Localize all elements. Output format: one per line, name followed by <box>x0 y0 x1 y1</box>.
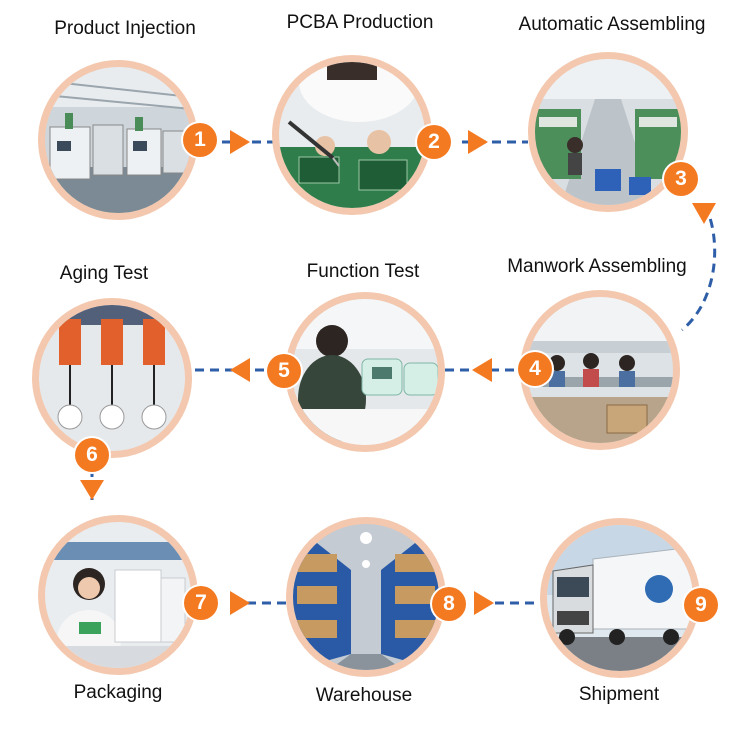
step-1-circle: 1 <box>38 60 217 220</box>
truck-photo <box>547 525 693 671</box>
soldering-pcb-photo <box>279 62 425 208</box>
arrow-5-6 <box>230 358 250 382</box>
step-7-label: Packaging <box>73 682 163 703</box>
step-9-badge: 9 <box>684 588 718 622</box>
step-6-badge: 6 <box>75 438 109 472</box>
step-9-circle: 9 <box>540 518 718 678</box>
step-3-label: Automatic Assembling <box>518 14 706 35</box>
aging-test-rack-photo <box>39 305 185 451</box>
workers-assembling-photo <box>527 297 673 443</box>
connector-3-4 <box>681 204 717 332</box>
step-2-circle: 2 <box>272 55 451 215</box>
step-8-circle: 8 <box>286 517 466 677</box>
step-1-label: Product Injection <box>54 18 196 39</box>
step-7-badge: 7 <box>184 586 218 620</box>
arrow-2-3 <box>468 130 488 154</box>
warehouse-shelves-photo <box>293 524 439 670</box>
step-5-circle: 5 <box>267 292 445 452</box>
step-8-label: Warehouse <box>315 685 413 706</box>
step-2-badge: 2 <box>417 125 451 159</box>
arrow-1-2 <box>230 130 250 154</box>
injection-machines-photo <box>45 67 191 213</box>
step-3-circle: 3 <box>528 52 698 212</box>
step-7-circle: 7 <box>38 515 218 675</box>
step-1-badge: 1 <box>183 123 217 157</box>
arrow-3-4 <box>692 203 716 224</box>
function-test-photo <box>292 299 438 445</box>
step-2-label: PCBA Production <box>286 12 434 33</box>
packaging-worker-photo <box>45 522 191 668</box>
step-6-label: Aging Test <box>59 263 149 284</box>
assembly-line-photo <box>535 59 681 205</box>
step-3-badge: 3 <box>664 162 698 196</box>
arrow-6-7 <box>80 480 104 500</box>
step-9-label: Shipment <box>578 684 660 705</box>
step-4-circle: 4 <box>518 290 680 450</box>
step-5-badge: 5 <box>267 354 301 388</box>
arrow-4-5 <box>472 358 492 382</box>
step-4-badge: 4 <box>518 352 552 386</box>
step-4-label: Manwork Assembling <box>507 256 687 277</box>
arrow-8-9 <box>474 591 494 615</box>
step-5-label: Function Test <box>306 261 420 282</box>
arrow-7-8 <box>230 591 250 615</box>
step-6-circle: 6 <box>32 298 192 472</box>
step-8-badge: 8 <box>432 587 466 621</box>
